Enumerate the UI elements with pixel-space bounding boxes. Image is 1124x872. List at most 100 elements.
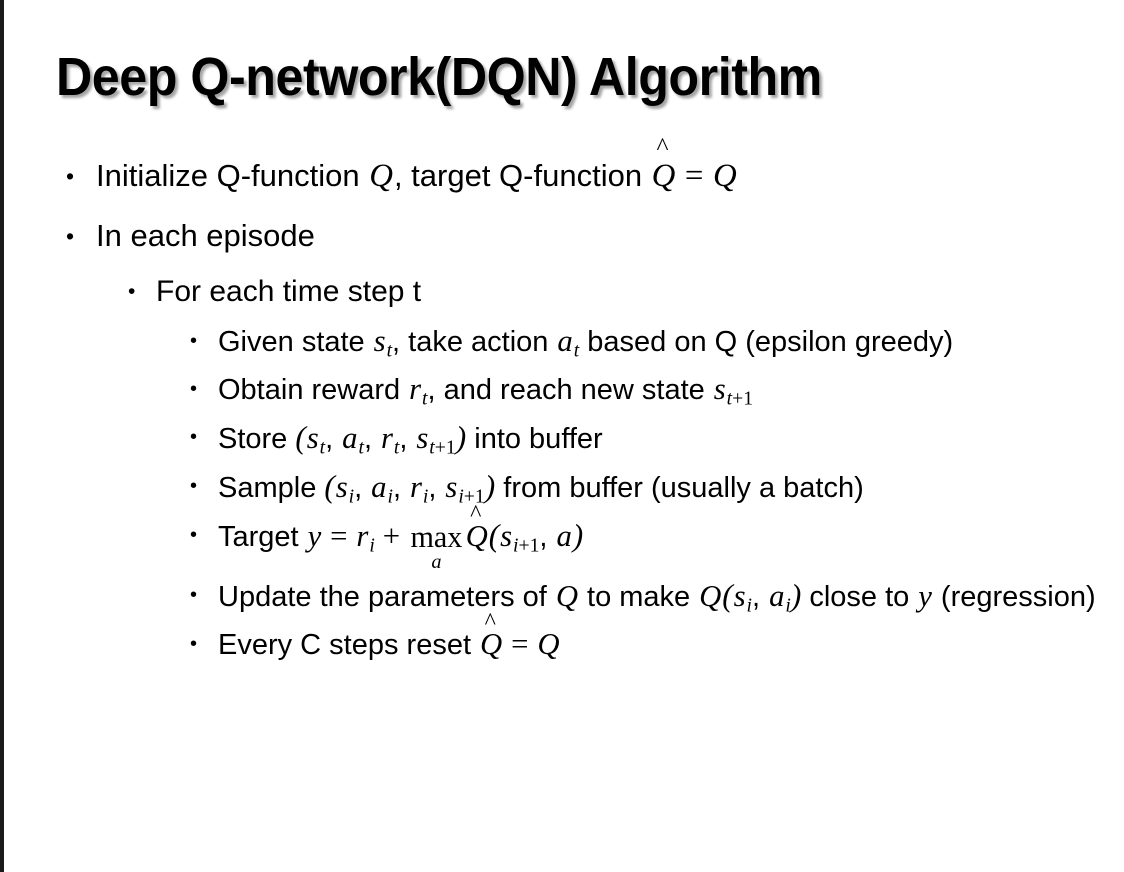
bullet-item: •Store (st, at, rt, st+1) into buffer — [0, 414, 1124, 463]
text-run: Store — [218, 423, 296, 455]
bullet-item-text: Obtain reward rt, and reach new state st… — [218, 366, 1108, 414]
math-variable: Q — [699, 578, 722, 613]
bullet-item-text: Given state st, take action at based on … — [218, 318, 1108, 366]
math-operator: = — [678, 158, 711, 194]
bullet-point-icon: • — [66, 163, 75, 189]
math-variable-base: s — [416, 421, 429, 455]
text-run: Update the parameters of — [218, 580, 555, 613]
text-run: Target — [218, 521, 307, 553]
math-variable-subscripted: at — [341, 421, 364, 457]
math-subscript: t — [573, 339, 580, 362]
math-variable-base: r — [409, 372, 422, 406]
math-operator: + — [376, 519, 407, 553]
math-paren: ( — [324, 469, 335, 504]
math-variable-subscripted: si+1 — [445, 470, 484, 506]
bullet-item: • Sample (si, ai, ri, si+1) from buffer (… — [0, 463, 1124, 512]
text-run: Obtain reward — [218, 374, 409, 406]
math-variable-base: s — [335, 470, 348, 504]
bullet-point-icon: • — [190, 426, 198, 448]
math-subscript: t — [386, 339, 393, 362]
math-variable: Q — [369, 158, 393, 194]
math-limit-operator-under: a — [431, 551, 442, 574]
math-variable-hat: Q^ — [465, 500, 488, 553]
bullet-point-icon: • — [190, 475, 198, 497]
text-run: , — [399, 423, 416, 455]
math-variable-base: a — [371, 470, 387, 504]
circumflex-accent-icon: ^ — [484, 608, 496, 635]
text-run: Every C steps reset — [218, 628, 480, 661]
text-run: close to — [801, 580, 918, 613]
math-paren: ) — [484, 469, 496, 504]
math-variable-subscripted: at — [556, 324, 579, 360]
math-limit-operator-name: max — [410, 519, 463, 554]
bullet-point-icon: • — [128, 280, 136, 303]
bullet-item: •In each episode — [0, 206, 1124, 266]
math-variable-base: s — [306, 421, 319, 455]
bullet-item-text: Sample (si, ai, ri, si+1) from buffer (u… — [218, 463, 1108, 512]
math-subscript-tail: +1 — [434, 436, 456, 459]
math-subscript-tail: +1 — [732, 387, 754, 410]
text-run: In each episode — [96, 218, 315, 253]
math-operator: = — [504, 626, 535, 661]
math-subscript: t+1 — [429, 436, 456, 459]
math-variable-hat: Q^ — [651, 132, 676, 194]
math-variable-subscripted: ai — [768, 579, 791, 617]
math-subscript: i — [746, 594, 753, 617]
math-operator: = — [324, 519, 354, 553]
text-run: into buffer — [466, 423, 603, 455]
math-variable: a — [556, 519, 572, 553]
math-variable-base: s — [445, 470, 458, 504]
math-variable-subscripted: st — [306, 421, 325, 457]
math-variable-base: s — [500, 519, 513, 553]
math-variable-base: s — [733, 578, 746, 613]
text-run: , target Q-function — [393, 158, 651, 193]
text-run: (regression) — [932, 580, 1096, 613]
bullet-item-text: Update the parameters of Q to make Q(si,… — [218, 572, 1108, 621]
math-variable-subscripted: si+1 — [499, 519, 539, 555]
circumflex-accent-icon: ^ — [656, 132, 669, 162]
bullet-item-text: Store (st, at, rt, st+1) into buffer — [218, 414, 1108, 463]
math-variable-base: a — [557, 324, 573, 358]
math-subscript: i+1 — [458, 485, 485, 508]
bullet-point-icon: • — [190, 583, 198, 606]
bullet-point-icon: • — [190, 524, 198, 546]
math-subscript: i — [785, 594, 791, 617]
math-subscript: i — [369, 534, 375, 557]
math-subscript: t — [319, 436, 326, 459]
math-variable-subscripted: si — [733, 578, 753, 617]
bullet-item-text: In each episode — [96, 206, 1076, 266]
math-variable: Q — [713, 158, 737, 194]
text-run: based on Q (epsilon greedy) — [579, 326, 954, 358]
math-subscript: t — [358, 436, 364, 459]
math-subscript-tail: +1 — [518, 534, 540, 557]
math-variable-subscripted: st — [373, 324, 392, 360]
text-run: Initialize Q-function — [96, 158, 369, 193]
bullet-item: •Every C steps reset Q^ = Q — [0, 610, 1124, 669]
math-variable-subscripted: rt — [380, 421, 399, 457]
math-subscript: i — [387, 485, 393, 508]
math-variable-base: r — [380, 421, 393, 455]
math-variable-base: s — [713, 372, 726, 406]
math-paren: ) — [790, 577, 802, 613]
math-paren: ( — [488, 518, 500, 553]
math-variable: y — [307, 519, 322, 553]
math-variable-base: s — [373, 324, 386, 358]
math-variable-subscripted: st+1 — [415, 421, 455, 457]
text-run: , — [539, 521, 556, 553]
text-run: to make — [578, 580, 699, 613]
text-run: , — [354, 472, 371, 504]
math-paren: ) — [455, 420, 467, 455]
math-variable: y — [918, 578, 932, 613]
math-subscript: i — [422, 485, 429, 508]
math-subscript: t+1 — [726, 387, 754, 410]
math-variable-base: r — [410, 470, 422, 504]
text-run: , — [752, 580, 769, 613]
text-run: , — [392, 472, 410, 504]
math-variable: Q — [537, 626, 560, 661]
bullet-item-text: Every C steps reset Q^ = Q — [218, 610, 1108, 669]
text-run: Given state — [218, 326, 373, 358]
bullet-list: •Initialize Q-function Q, target Q-funct… — [0, 132, 1124, 669]
